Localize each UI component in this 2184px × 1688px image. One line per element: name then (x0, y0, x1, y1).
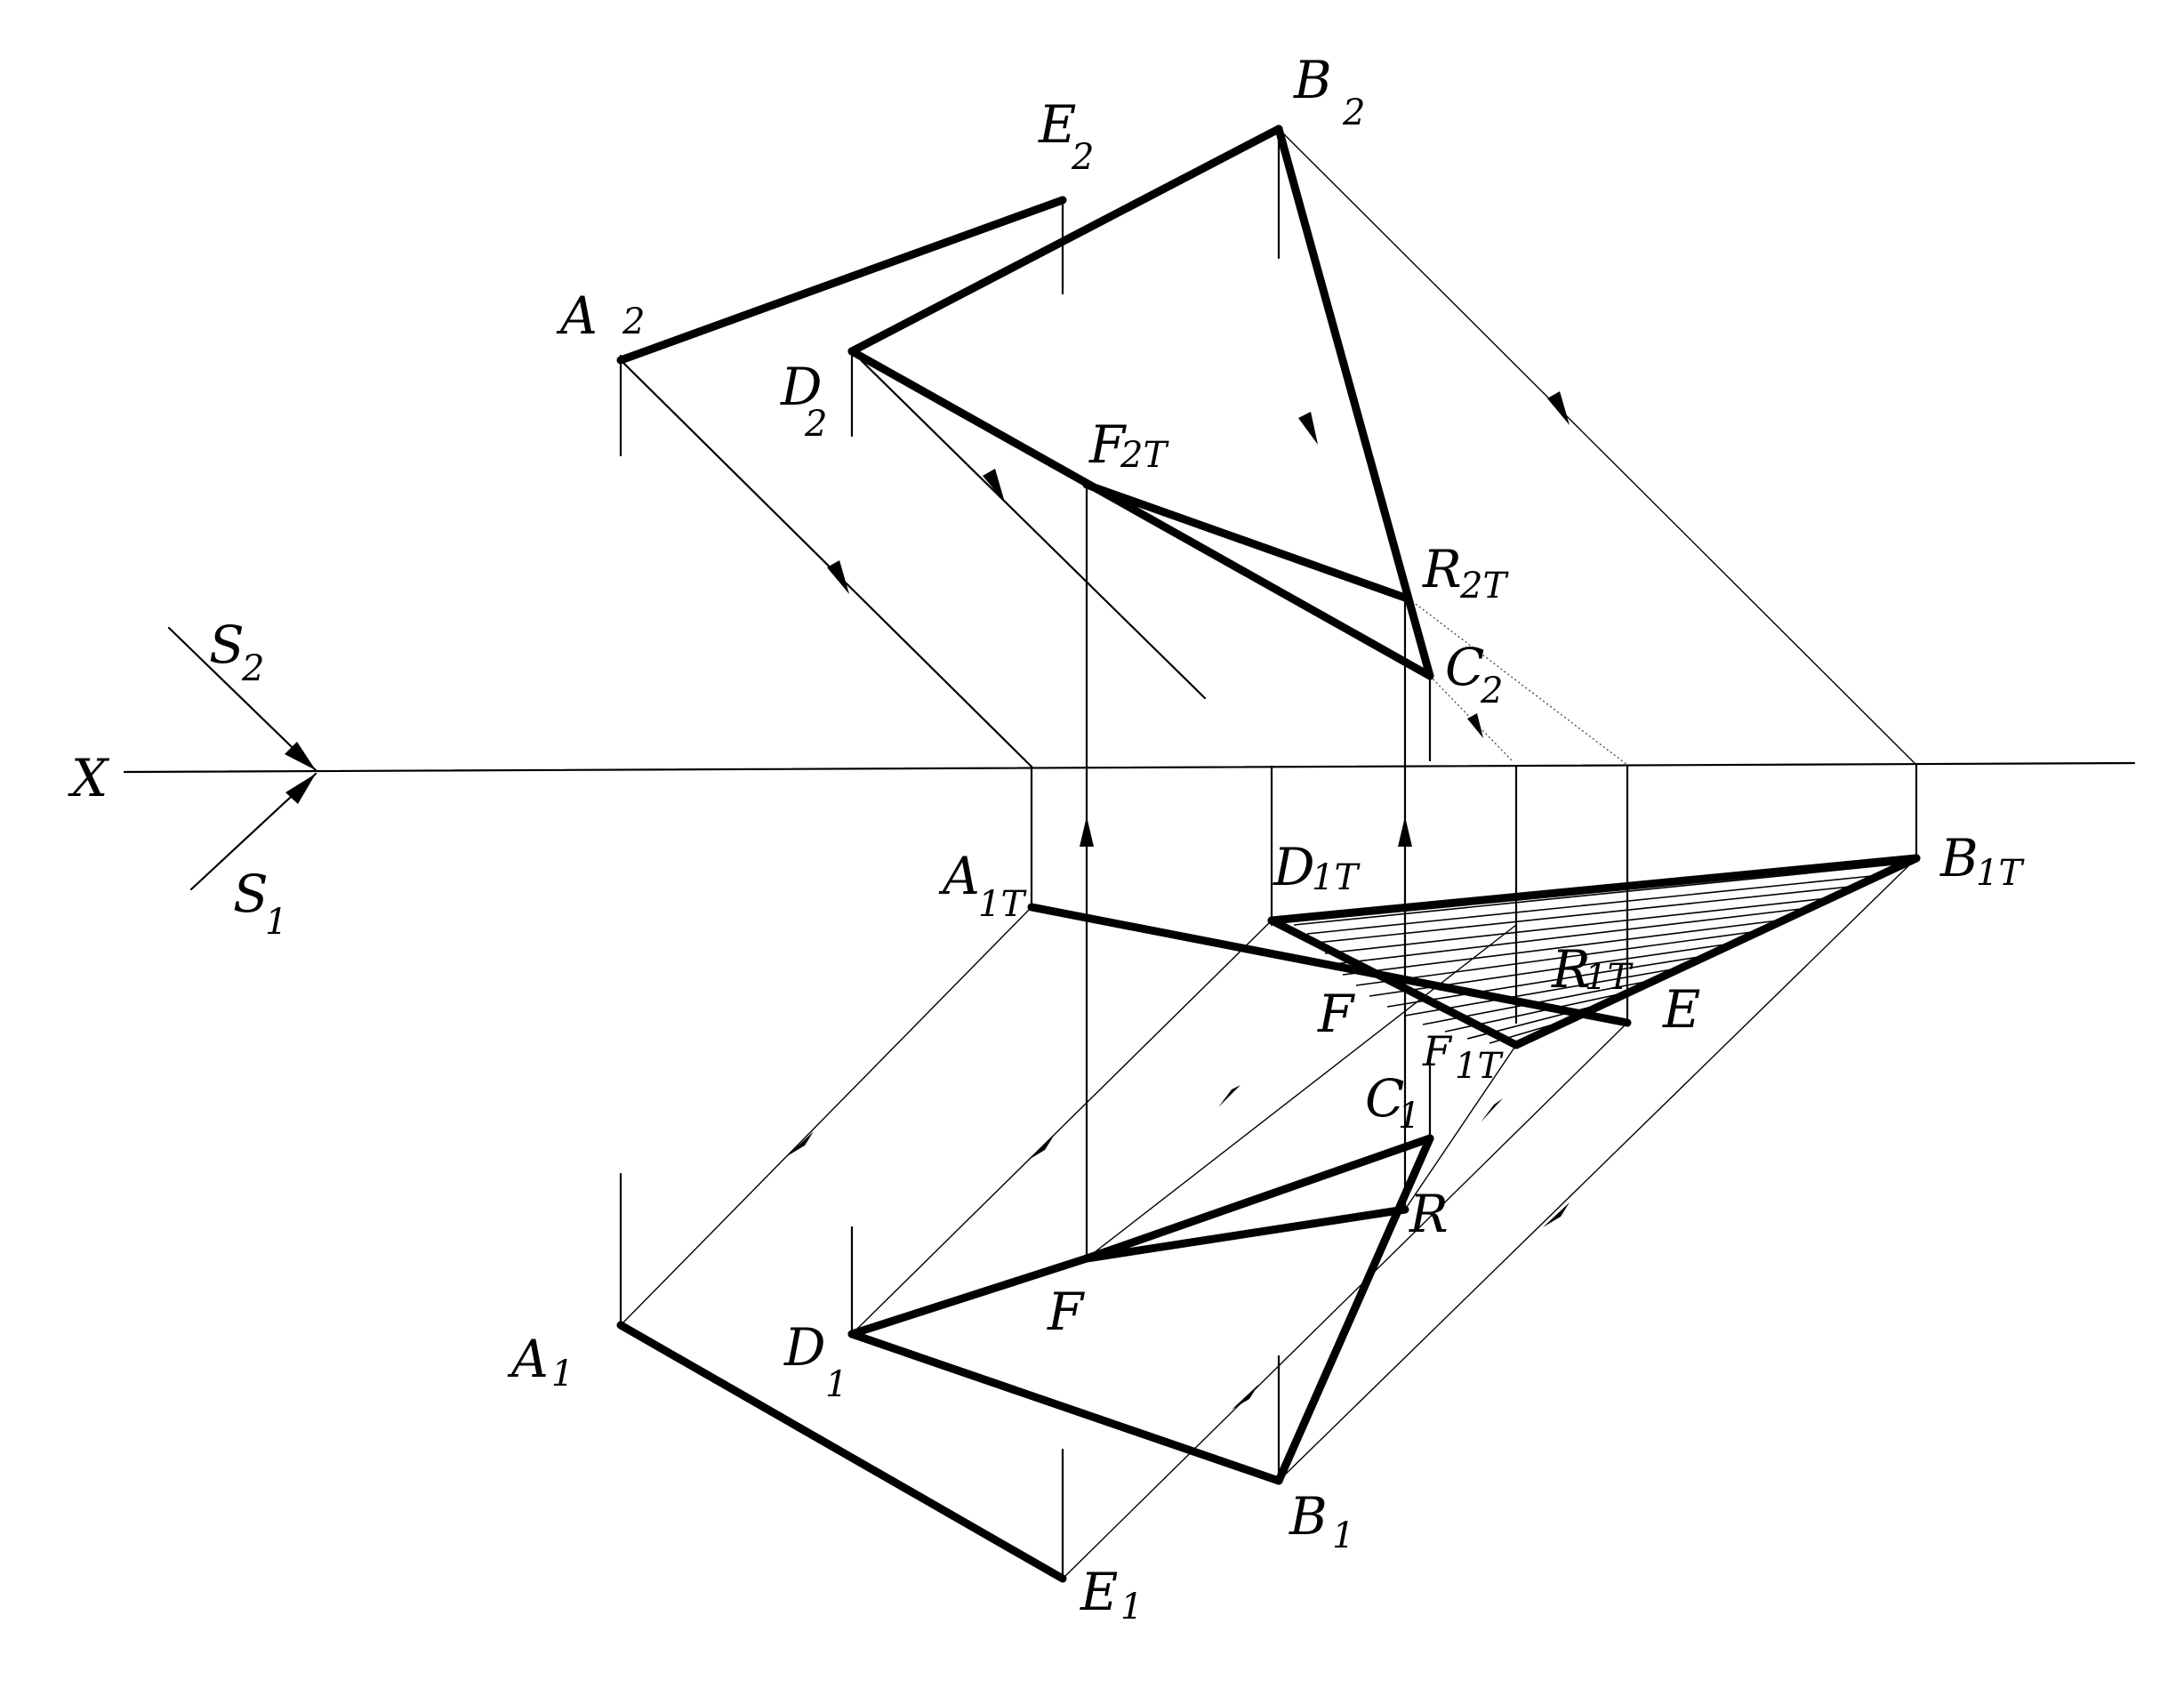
shadow-region (1027, 854, 1921, 1049)
label-F1T: F 1T (1422, 1027, 1504, 1087)
label-R1T: R 1T (1551, 939, 1634, 1000)
svg-text:1T: 1T (1455, 1046, 1504, 1087)
label-B1: B 1 (1289, 1486, 1354, 1556)
label-S1: S 1 (233, 864, 287, 943)
svg-text:2T: 2T (1459, 566, 1509, 607)
label-E1: E 1 (1080, 1562, 1143, 1628)
label-R2T: R 2T (1422, 539, 1509, 607)
label-S2: S 2 (209, 615, 264, 689)
svg-text:F: F (1317, 984, 1355, 1044)
svg-text:1: 1 (551, 1354, 574, 1395)
label-F: F (1047, 1282, 1085, 1342)
svg-text:R: R (1409, 1184, 1449, 1244)
svg-text:2T: 2T (1120, 435, 1169, 476)
svg-text:1: 1 (1332, 1515, 1354, 1556)
svg-text:B: B (1293, 50, 1332, 110)
svg-text:1: 1 (265, 902, 287, 943)
label-C1: C 1 (1365, 1068, 1420, 1137)
direction-s1 (189, 772, 317, 891)
svg-text:D: D (1273, 837, 1315, 897)
svg-text:2: 2 (804, 404, 827, 445)
svg-text:C: C (1365, 1068, 1404, 1129)
label-R: R (1409, 1184, 1449, 1244)
label-E: E (1662, 979, 1700, 1040)
label-B1T: B 1T (1939, 828, 2025, 894)
svg-text:X: X (68, 748, 110, 808)
svg-text:F: F (1422, 1027, 1453, 1075)
svg-text:A: A (556, 285, 598, 346)
svg-text:2: 2 (1342, 92, 1365, 133)
label-A1T: A 1T (938, 846, 1027, 925)
label-X: X (68, 748, 110, 808)
svg-text:1: 1 (825, 1364, 847, 1405)
label-D1: D 1 (783, 1317, 847, 1405)
label-F-upper: F (1317, 984, 1355, 1044)
svg-text:A: A (938, 846, 980, 906)
svg-text:2: 2 (241, 648, 264, 689)
direction-s2 (167, 626, 317, 772)
svg-text:F: F (1047, 1282, 1085, 1342)
svg-text:C: C (1445, 637, 1484, 697)
svg-text:F: F (1088, 414, 1127, 475)
svg-text:E: E (1080, 1562, 1118, 1622)
svg-text:E: E (1662, 979, 1700, 1040)
svg-text:R: R (1551, 939, 1591, 1000)
label-A2: A 2 (556, 285, 645, 346)
svg-text:E: E (1038, 94, 1076, 155)
svg-text:B: B (1939, 828, 1979, 888)
label-D2: D 2 (780, 357, 827, 445)
svg-text:S: S (209, 615, 245, 675)
svg-text:1T: 1T (1585, 957, 1634, 998)
svg-text:1: 1 (1398, 1096, 1420, 1137)
svg-text:1T: 1T (1976, 853, 2025, 894)
label-B2: B 2 (1293, 50, 1365, 133)
svg-text:2: 2 (622, 301, 645, 342)
frontal-projection (616, 125, 1917, 768)
svg-text:2: 2 (1071, 137, 1094, 178)
label-D1T: D 1T (1273, 837, 1361, 898)
svg-text:D: D (783, 1317, 826, 1378)
svg-text:2: 2 (1480, 671, 1503, 711)
label-C2: C 2 (1445, 637, 1503, 711)
svg-text:R: R (1422, 539, 1462, 599)
x-axis (123, 761, 2136, 774)
svg-text:1T: 1T (978, 884, 1027, 925)
svg-text:B: B (1289, 1486, 1328, 1547)
label-A1: A 1 (507, 1329, 574, 1395)
svg-text:A: A (507, 1329, 549, 1389)
label-E2: E 2 (1038, 94, 1094, 178)
svg-text:1T: 1T (1312, 857, 1361, 898)
svg-text:S: S (233, 864, 269, 924)
horizontal-projection (616, 857, 1917, 1583)
label-F2T: F 2T (1088, 414, 1169, 476)
svg-text:D: D (780, 357, 823, 417)
svg-text:1: 1 (1120, 1587, 1143, 1628)
